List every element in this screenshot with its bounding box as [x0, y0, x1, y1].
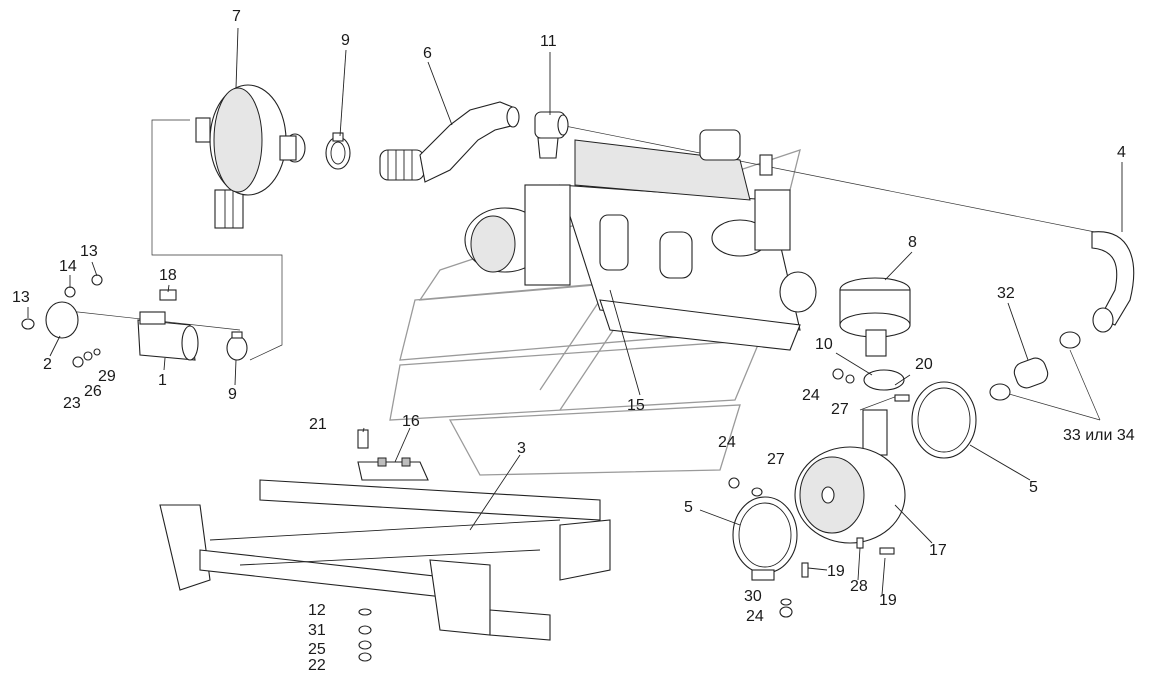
callout-3: 3: [517, 440, 526, 457]
callout-27-upper: 27: [831, 401, 849, 418]
part-5-ring-clamps: [732, 381, 977, 581]
callout-14: 14: [59, 258, 77, 275]
callout-16: 16: [402, 413, 420, 430]
callout-11: 11: [540, 33, 557, 50]
callout-2: 2: [43, 356, 52, 373]
callout-23: 23: [63, 395, 81, 412]
callout-5-left: 5: [684, 499, 693, 516]
part-11-fitting: [534, 111, 569, 159]
callout-5-right: 5: [1029, 479, 1038, 496]
callout-32: 32: [997, 285, 1015, 302]
callout-8: 8: [908, 234, 917, 251]
part-32-sleeve: [1013, 357, 1049, 389]
callout-31: 31: [308, 622, 326, 639]
leader-lines: [27, 27, 1123, 596]
callout-29: 29: [98, 368, 116, 385]
callout-28: 28: [850, 578, 868, 595]
callout-24-upper: 24: [802, 387, 820, 404]
callout-6: 6: [423, 45, 432, 62]
callout-30: 30: [744, 588, 762, 605]
callout-18: 18: [159, 267, 177, 284]
callout-9-top: 9: [341, 32, 350, 49]
part-7-precleaner: [195, 84, 306, 229]
part-8-cap: [839, 277, 911, 357]
callout-17: 17: [929, 542, 947, 559]
callout-27-mid: 27: [767, 451, 785, 468]
callout-24-mid: 24: [718, 434, 736, 451]
callout-19-right: 19: [879, 592, 897, 609]
engine-assembly: [464, 129, 817, 351]
callout-9-lower: 9: [228, 386, 237, 403]
callout-20: 20: [915, 356, 933, 373]
part-3-frame: [159, 479, 611, 662]
callout-1: 1: [158, 372, 167, 389]
left-fasteners: [21, 274, 248, 368]
callout-22: 22: [308, 657, 326, 674]
callout-13-upper: 13: [80, 243, 98, 260]
part-9-clamp-top: [325, 132, 351, 170]
callout-21: 21: [309, 416, 327, 433]
callout-4: 4: [1117, 144, 1126, 161]
part-16-bracket: [357, 429, 429, 481]
callout-33-or-34: 33 или 34: [1063, 427, 1135, 444]
callout-26: 26: [84, 383, 102, 400]
callout-12: 12: [308, 602, 326, 619]
callout-7: 7: [232, 8, 241, 25]
callout-24-lower: 24: [746, 608, 764, 625]
part-17-air-cleaner: [794, 409, 906, 544]
callout-10: 10: [815, 336, 833, 353]
callout-13-left: 13: [12, 289, 30, 306]
part-6-intake-pipe: [379, 101, 520, 183]
part-4-hose: [1091, 231, 1135, 333]
callout-15: 15: [627, 397, 645, 414]
callout-19-left: 19: [827, 563, 845, 580]
callout-25: 25: [308, 641, 326, 658]
right-fasteners: [728, 331, 1081, 618]
